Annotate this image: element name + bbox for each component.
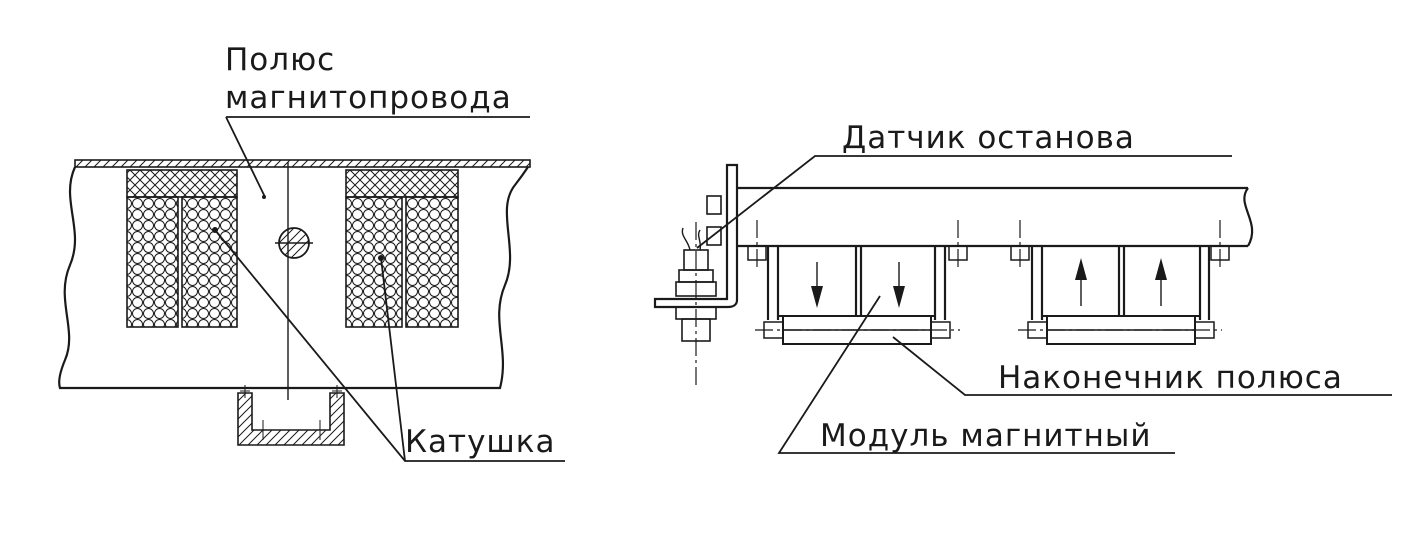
sensor-cable bbox=[681, 227, 691, 251]
flux-arrow-up-2 bbox=[1155, 258, 1167, 280]
coil-leader-b bbox=[380, 257, 406, 462]
bracket-bolt-upper bbox=[706, 195, 722, 215]
module-mounts bbox=[747, 220, 1230, 268]
magnetic-core-body bbox=[58, 166, 529, 390]
left-coil-winding-outer bbox=[126, 196, 179, 328]
top-plate bbox=[74, 159, 531, 168]
flux-arrow-down-2 bbox=[893, 286, 905, 308]
left-coil-winding-inner bbox=[181, 196, 238, 328]
pole-tip-leader bbox=[892, 336, 1392, 396]
coil-label: Катушка bbox=[405, 424, 556, 460]
pole-leader-line bbox=[225, 116, 266, 198]
right-coil-winding-inner bbox=[345, 196, 403, 328]
bracket-bolt-lower bbox=[706, 226, 722, 246]
pole-cross-section-view bbox=[58, 116, 565, 462]
pole-label-line1: Полюс bbox=[225, 42, 335, 78]
magnetic-module-assembly-view bbox=[653, 155, 1392, 454]
flux-arrow-up-1 bbox=[1075, 258, 1087, 280]
magnetic-module-right bbox=[1018, 245, 1222, 345]
pole-label-line2: магнитопровода bbox=[225, 80, 512, 116]
pole-tip-label: Наконечник полюса bbox=[998, 360, 1343, 396]
right-coil-insulation bbox=[345, 169, 459, 198]
channel-bracket bbox=[237, 385, 345, 446]
sensor-cable-2 bbox=[697, 229, 702, 251]
right-coil bbox=[345, 169, 459, 328]
stop-sensor bbox=[675, 222, 717, 385]
magnetic-module-leader bbox=[777, 295, 1175, 454]
sensor-bracket bbox=[653, 163, 739, 309]
flux-arrow-down-1 bbox=[811, 286, 823, 308]
stop-sensor-leader bbox=[696, 155, 1232, 249]
left-coil bbox=[126, 169, 238, 328]
beam-break-line bbox=[1243, 187, 1254, 247]
magnetic-module-left bbox=[755, 245, 960, 345]
magnetic-module-label: Модуль магнитный bbox=[820, 418, 1151, 454]
left-coil-insulation bbox=[126, 169, 238, 198]
stop-sensor-label: Датчик останова bbox=[842, 120, 1135, 156]
right-coil-winding-outer bbox=[405, 196, 459, 328]
